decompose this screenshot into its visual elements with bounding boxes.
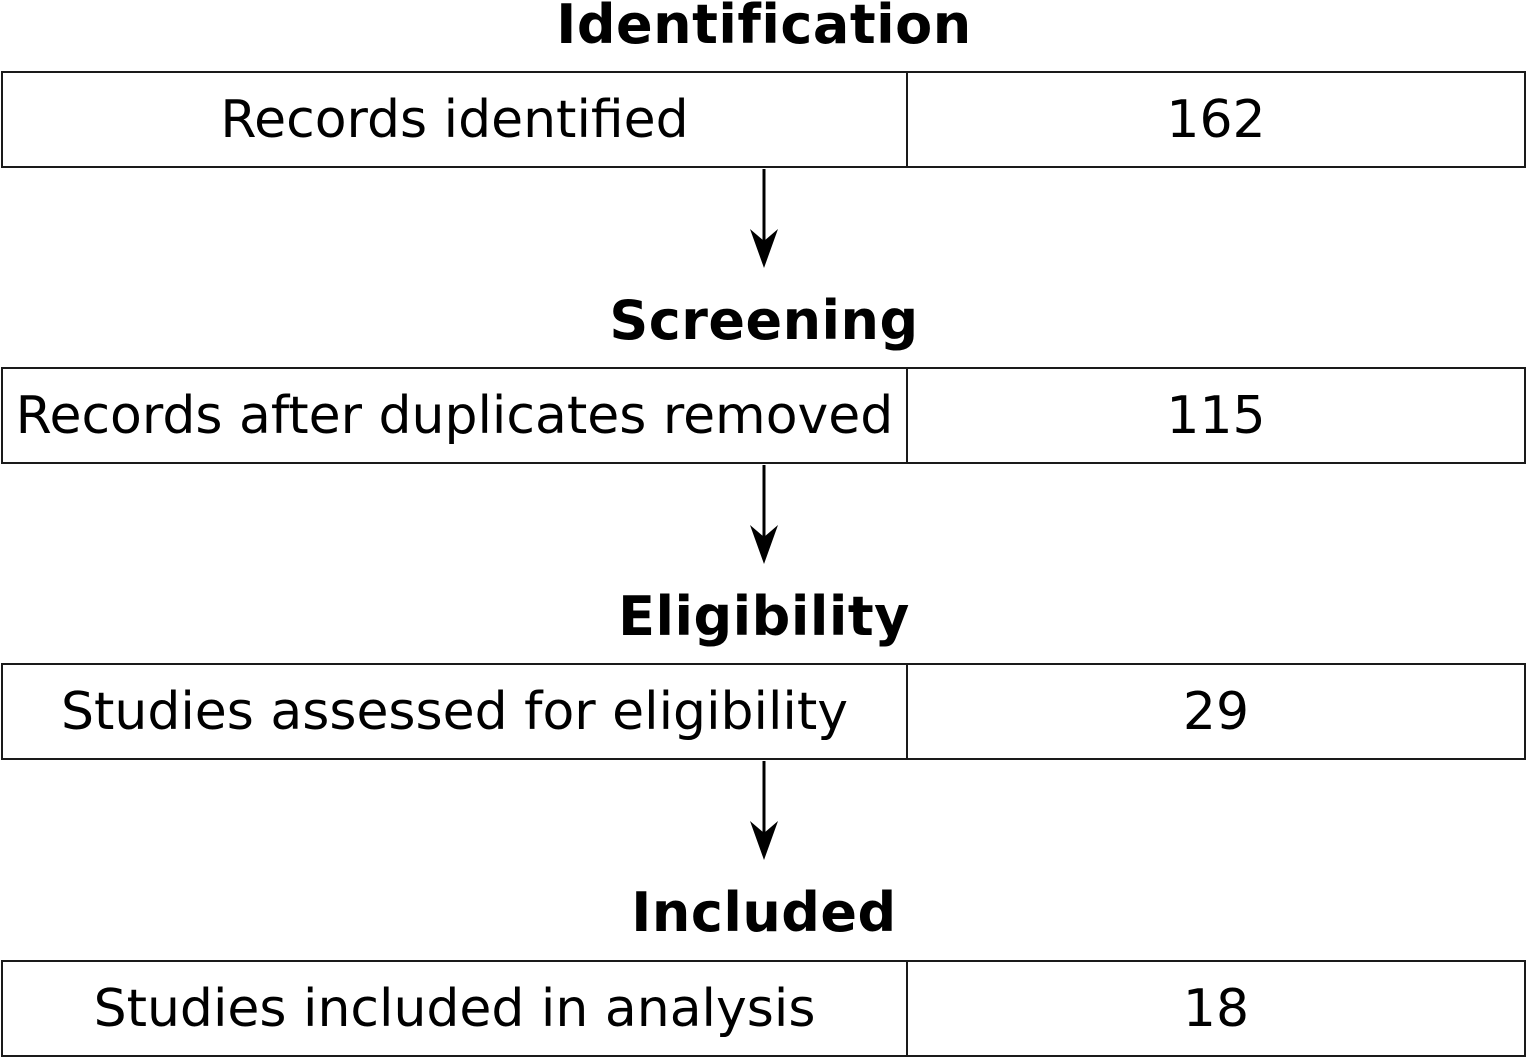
stage-title-eligibility: Eligibility <box>618 585 910 648</box>
stage-row-screening: Records after duplicates removed 115 <box>1 367 1526 464</box>
stage-count: 115 <box>1166 385 1266 446</box>
stage-label: Studies assessed for eligibility <box>3 665 908 758</box>
stage-title-identification: Identification <box>556 0 972 56</box>
flow-arrow-icon <box>750 169 778 268</box>
stage-row-eligibility: Studies assessed for eligibility 29 <box>1 663 1526 760</box>
stage-title-screening: Screening <box>609 289 919 352</box>
stage-row-identification: Records identified 162 <box>1 71 1526 168</box>
stage-count: 18 <box>1182 978 1250 1039</box>
stage-count: 162 <box>1166 89 1266 150</box>
stage-label: Records identified <box>3 73 908 166</box>
flow-arrow-icon <box>750 465 778 564</box>
stage-label: Studies included in analysis <box>3 962 908 1055</box>
stage-label: Records after duplicates removed <box>3 369 908 462</box>
stage-count: 29 <box>1182 681 1250 742</box>
stage-title-included: Included <box>631 881 897 944</box>
stage-row-included: Studies included in analysis 18 <box>1 960 1526 1057</box>
flow-arrow-icon <box>750 761 778 860</box>
